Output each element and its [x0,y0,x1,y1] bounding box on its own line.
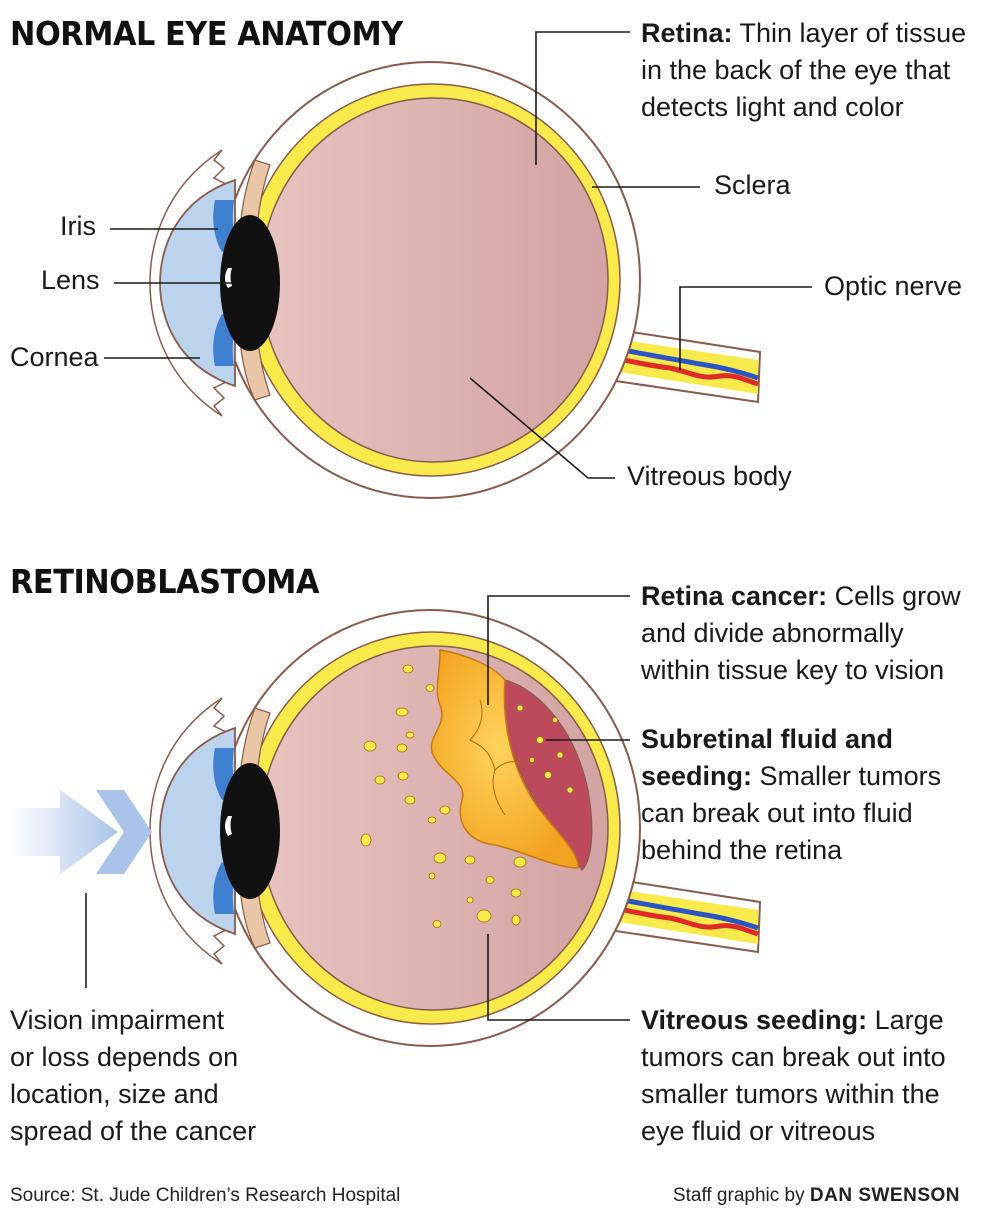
lens-pupil [220,215,280,351]
eyelid-bottom-2 [212,929,227,965]
staff-credit: Staff graphic by DAN SWENSON [673,1185,960,1207]
leader-retina-cancer [487,595,630,705]
vision-line-3: location, size and [10,1079,219,1109]
retina-description: Retina: Thin layer of tissue in the back… [641,15,966,126]
vision-arrow [12,790,152,874]
vitreous-seeding-line-1: Large [867,1005,944,1035]
vision-line-4: spread of the cancer [10,1116,257,1146]
eyelid-top-2 [212,697,227,733]
vitreous-seeding-term: Vitreous seeding: [641,1005,868,1035]
eyelid-top [212,149,227,185]
eyelid-bottom [212,381,227,417]
label-iris: Iris [60,211,96,241]
source-credit: Source: St. Jude Children’s Research Hos… [10,1185,401,1206]
normal-eye [149,61,762,499]
tumor-veins [469,699,526,816]
retina-cancer-line-1: Cells grow [827,581,961,611]
heading-retinoblastoma: RETINOBLASTOMA [10,562,319,601]
subretinal-line-2: Smaller tumors [752,761,942,791]
vitreous-seeding-line-3: smaller tumors within the [641,1079,940,1109]
tumor-mass [430,649,579,869]
retina-line-3: detects light and color [641,92,904,122]
retina-line-1: Thin layer of tissue [732,18,967,48]
retina-cancer-term: Retina cancer: [641,581,828,611]
subretinal-term-1: Subretinal fluid and [641,724,894,754]
heading-normal-eye: NORMAL EYE ANATOMY [10,14,403,53]
subretinal-term-2: seeding: [641,761,753,791]
vision-arrow-body [12,790,118,874]
retina-cancer-line-2: and divide abnormally [641,618,904,648]
label-cornea: Cornea [10,342,99,372]
lens-pupil-2 [220,763,280,899]
credit-name: DAN SWENSON [809,1185,960,1206]
retina-cancer-description: Retina cancer: Cells grow and divide abn… [641,578,961,689]
label-sclera: Sclera [714,170,791,200]
retina-cancer-line-3: within tissue key to vision [641,655,945,685]
leader-optic-nerve [679,286,812,370]
label-optic-nerve: Optic nerve [824,271,963,301]
vitreous-seeding-line-4: eye fluid or vitreous [641,1116,876,1146]
leader-vitreous-seeding [487,934,630,1021]
vitreous-shape [259,97,609,463]
label-lens: Lens [41,265,100,295]
vitreous-seeding-line-2: tumors can break out into [641,1042,946,1072]
lens-highlight-2 [225,816,232,836]
leader-retina [535,31,630,165]
leader-vitreous-body [469,377,615,479]
vision-arrow-chevron [96,790,152,874]
retina-term: Retina: [641,18,733,48]
leader-lines-retinoblastoma [85,595,630,1021]
vision-line-1: Vision impairment [10,1005,225,1035]
retina-line-2: in the back of the eye that [641,55,951,85]
vision-impairment-description: Vision impairment or loss depends on loc… [10,1002,256,1150]
subretinal-description: Subretinal fluid and seeding: Smaller tu… [641,721,941,869]
subretinal-seeds [516,704,574,794]
vitreous-seeding-description: Vitreous seeding: Large tumors can break… [641,1002,946,1150]
vision-line-2: or loss depends on [10,1042,239,1072]
credit-prefix: Staff graphic by [672,1185,810,1206]
retinoblastoma-eye [149,609,762,1047]
subretinal-line-3: can break out into fluid [641,798,913,828]
label-vitreous-body: Vitreous body [627,461,792,491]
subretinal-line-4: behind the retina [641,835,843,865]
vitreous-seeds [360,664,527,928]
leader-lines-normal [104,31,812,479]
